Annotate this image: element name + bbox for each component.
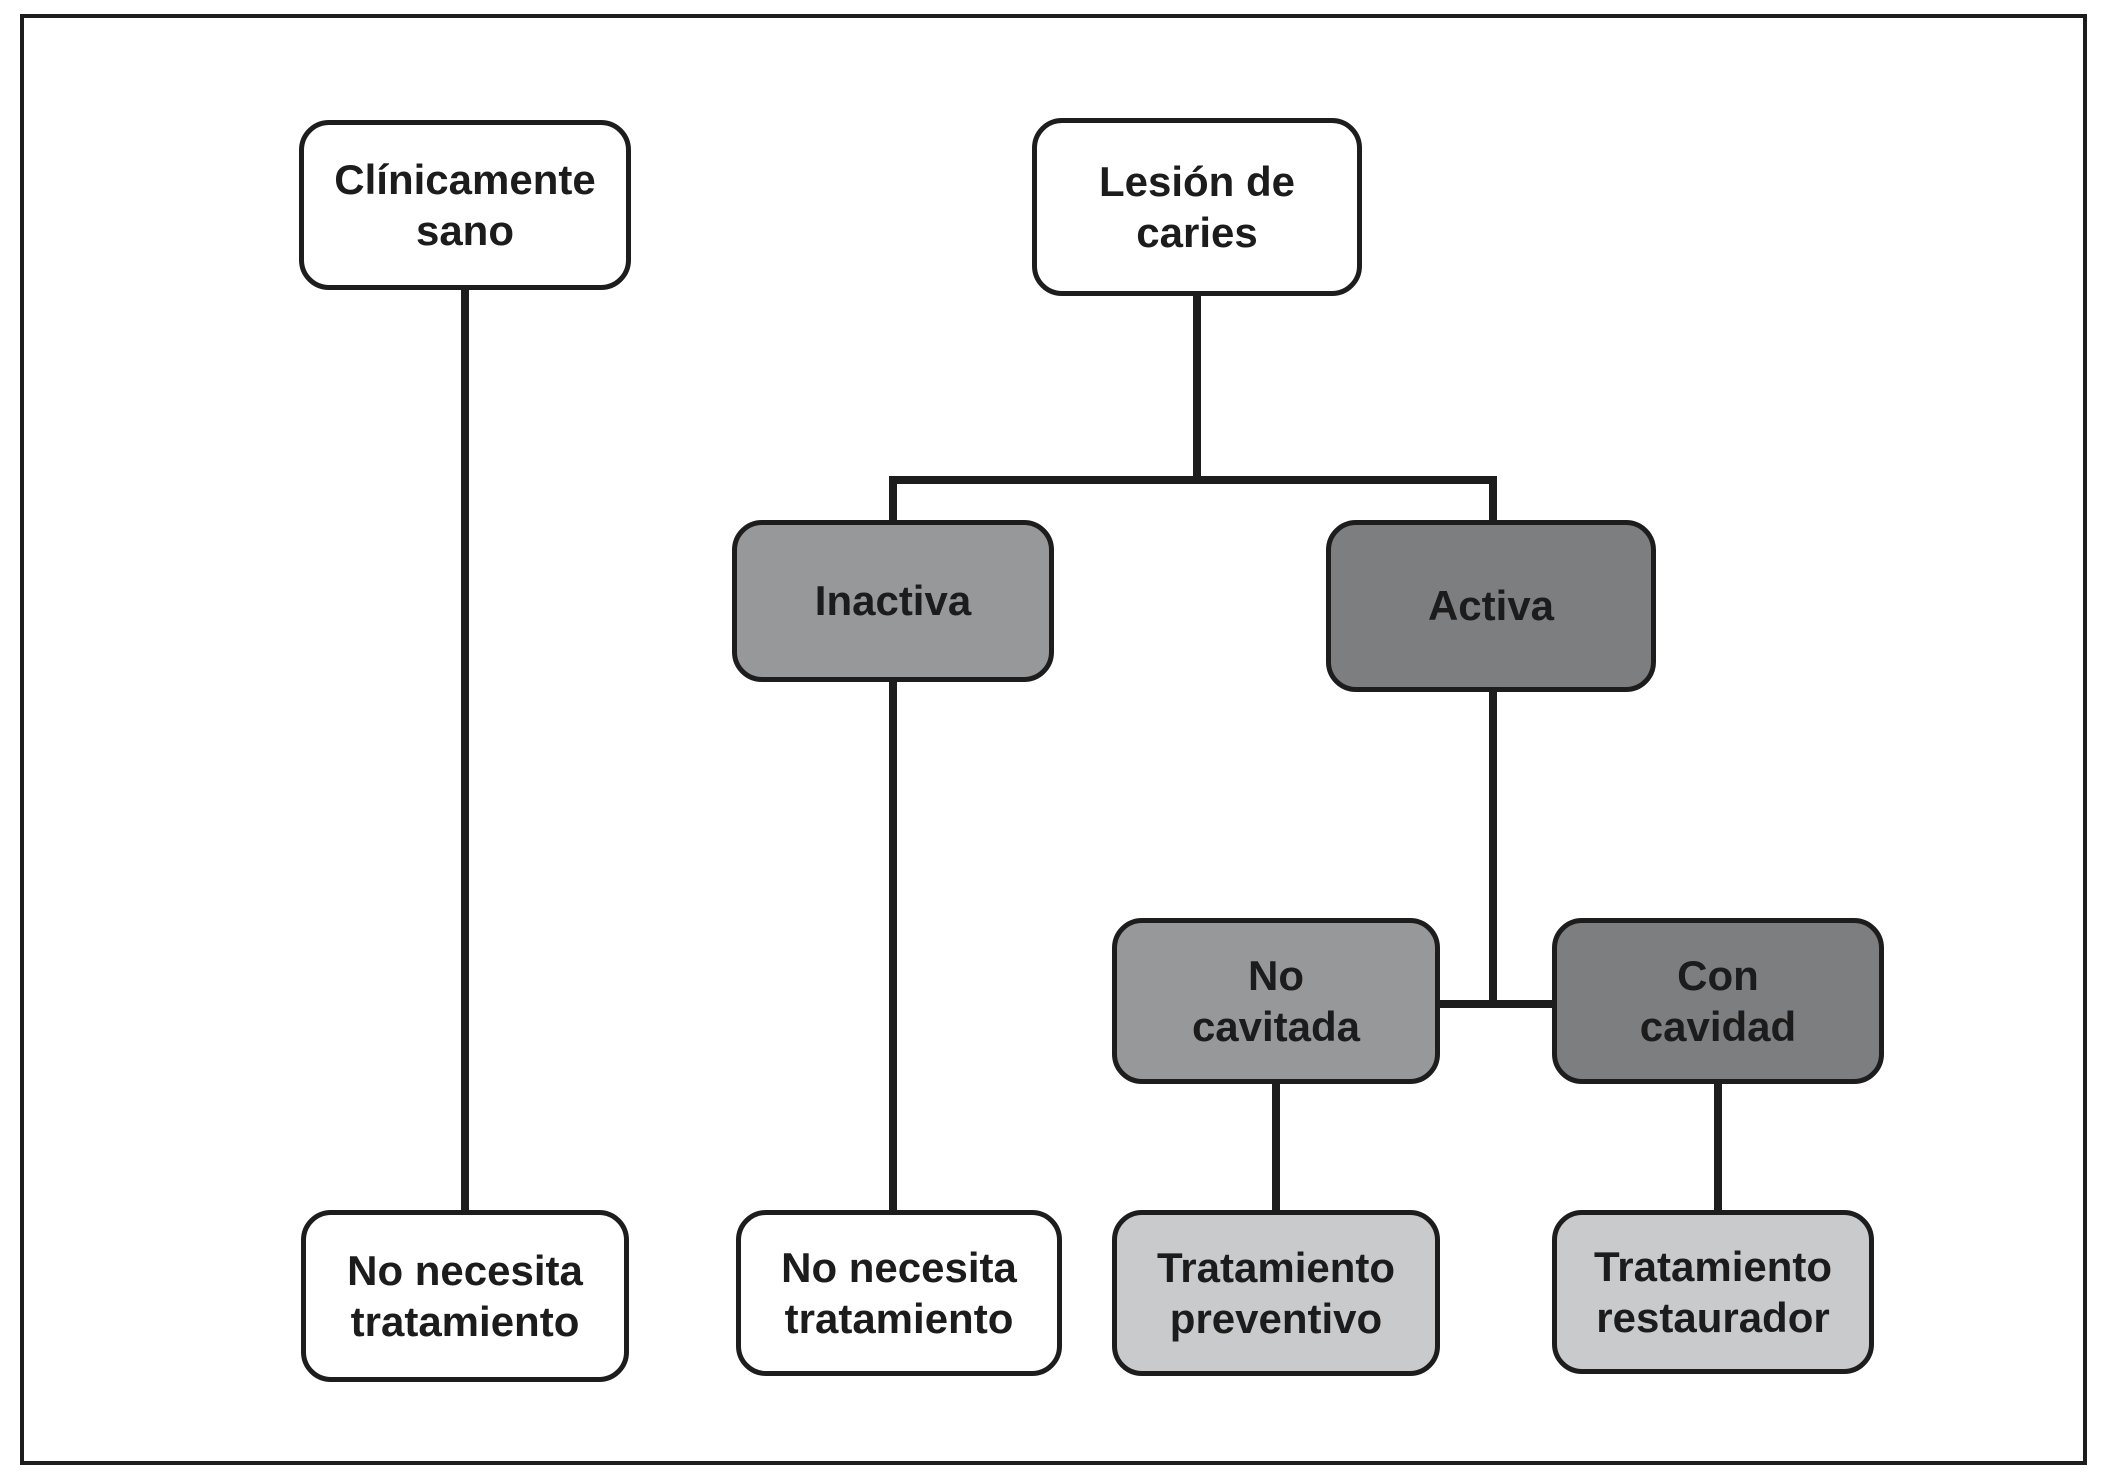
node-no-necesita-tratamiento-center: No necesita tratamiento [736, 1210, 1062, 1376]
node-no-necesita-tratamiento-left: No necesita tratamiento [301, 1210, 629, 1382]
connector-to-tratamiento-preventivo [1272, 1080, 1280, 1214]
node-clinicamente-sano: Clínicamente sano [299, 120, 631, 290]
connector-activa-to-cavity-split [1489, 688, 1497, 1008]
node-tratamiento-restaurador: Tratamiento restaurador [1552, 1210, 1874, 1374]
connector-branch-horizontal [889, 476, 1497, 484]
connector-inactiva-to-no-treatment [889, 678, 897, 1214]
node-no-cavitada: No cavitada [1112, 918, 1440, 1084]
connector-lesion-stem [1193, 292, 1201, 484]
connector-cavity-horizontal [1436, 1000, 1556, 1008]
connector-to-tratamiento-restaurador [1714, 1080, 1722, 1214]
connector-branch-to-activa [1489, 476, 1497, 524]
node-activa: Activa [1326, 520, 1656, 692]
node-inactiva: Inactiva [732, 520, 1054, 682]
connector-sano-to-no-treatment [461, 286, 469, 1214]
node-tratamiento-preventivo: Tratamiento preventivo [1112, 1210, 1440, 1376]
connector-branch-to-inactiva [889, 476, 897, 524]
node-con-cavidad: Con cavidad [1552, 918, 1884, 1084]
node-lesion-de-caries: Lesión de caries [1032, 118, 1362, 296]
diagram-frame: Clínicamente sano Lesión de caries Inact… [20, 14, 2087, 1465]
